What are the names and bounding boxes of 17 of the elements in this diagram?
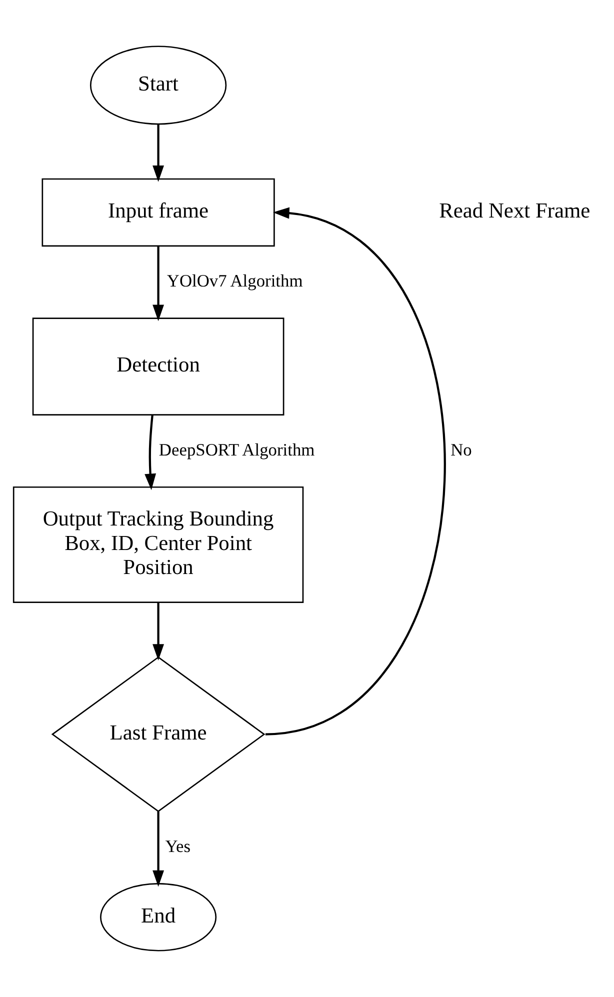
arrow: [144, 414, 156, 490]
node-box: Output Tracking Bounding Box, ID, Center Point Position: [12, 486, 304, 603]
label: Read Next Frame: [439, 198, 590, 223]
node-box: Detection: [32, 318, 284, 416]
node-box: Input frame: [42, 178, 275, 247]
arrow: [152, 124, 164, 182]
edge-label: DeepSORT Algorithm: [158, 439, 315, 460]
arrow: [152, 246, 164, 322]
arrow: [152, 602, 164, 660]
node-ellipse: End: [100, 882, 217, 952]
edge-label: No: [450, 439, 472, 460]
edge-label: Yes: [165, 836, 191, 856]
arrow: [265, 207, 446, 736]
node-diamond: Last Frame: [51, 656, 266, 812]
node-ellipse: Start: [90, 46, 227, 125]
edge-label: YOlOv7 Algorithm: [166, 270, 303, 291]
arrow: [152, 812, 164, 887]
